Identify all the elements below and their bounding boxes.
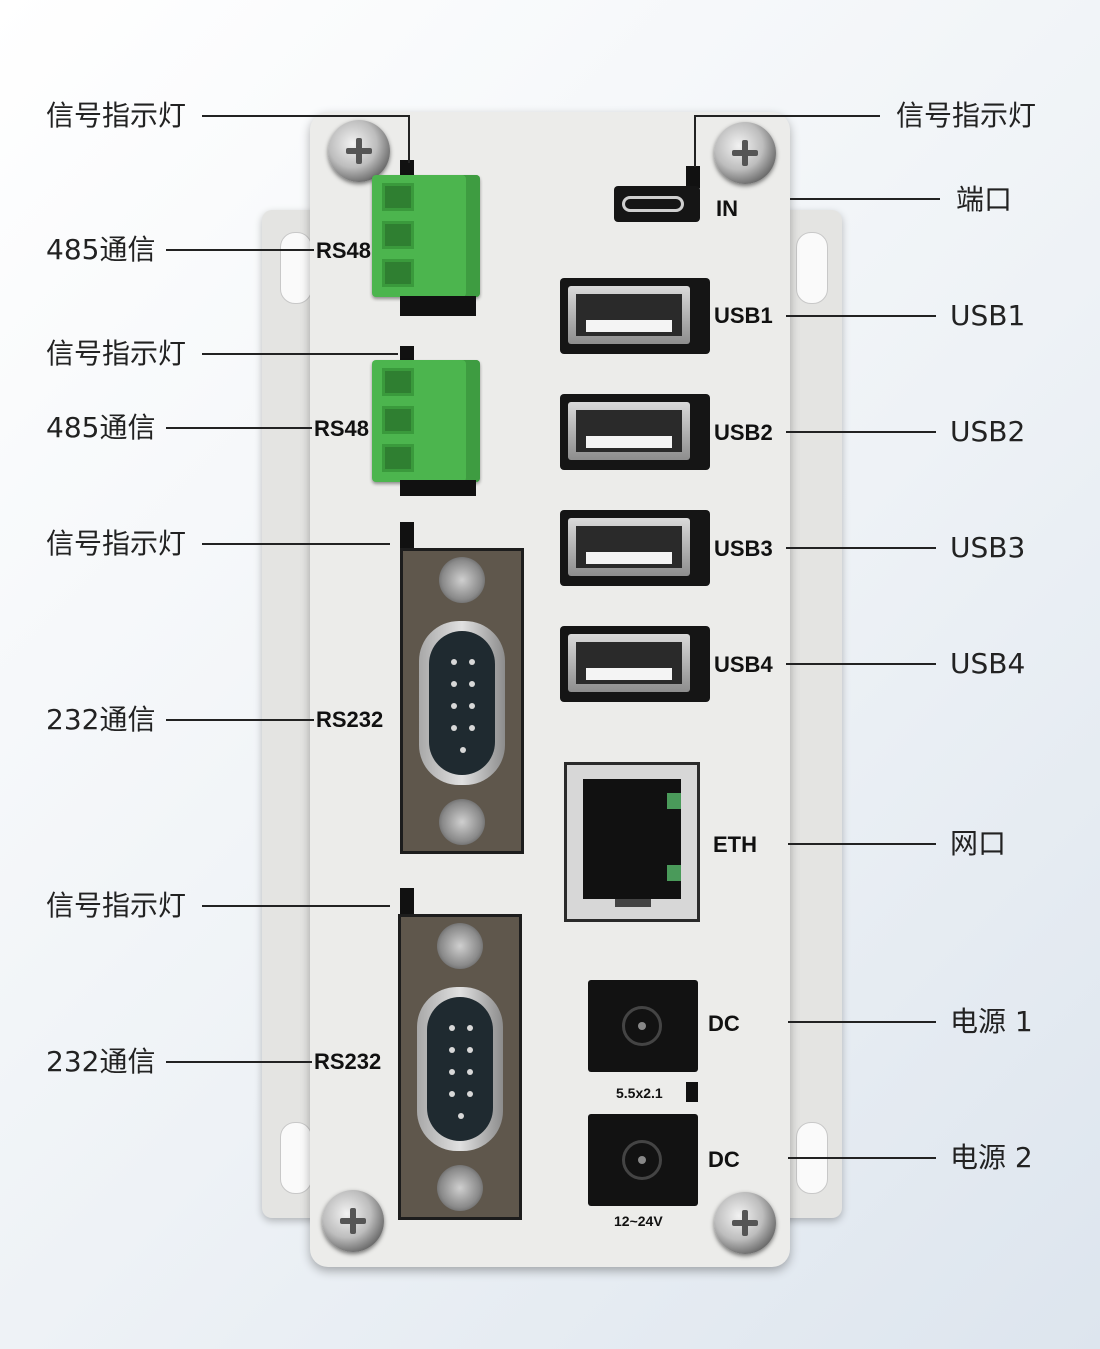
mounting-slot [796,232,828,304]
device-front-panel [310,112,790,1267]
leader-line [786,315,936,317]
board-label-usb1: USB1 [714,303,773,328]
screw-icon [328,120,390,182]
leader-line [788,1021,936,1023]
callout-led-3: 信号指示灯 [46,527,187,560]
board-label-usb2: USB2 [714,420,773,445]
rs232-db9-connector-1 [400,548,524,854]
dc-power-jack-1 [588,980,698,1072]
rs485-terminal-1 [372,175,480,297]
leader-line [694,115,880,117]
board-label-in: IN [716,196,738,221]
callout-power-1: 电源 1 [950,1005,1033,1038]
rs485-terminal-2 [372,360,480,482]
dc-power-jack-2 [588,1114,698,1206]
leader-line [788,843,936,845]
callout-rs232-1: 232通信 [46,703,156,736]
leader-line [786,431,936,433]
led-indicator [400,346,414,360]
leader-line [202,115,410,117]
leader-line [788,1157,936,1159]
callout-port: 端口 [956,183,1013,216]
leader-line [166,427,312,429]
rs232-db9-connector-2 [398,914,522,1220]
board-label-dc-size: 5.5x2.1 [616,1085,663,1101]
board-label-dc-voltage: 12~24V [614,1213,663,1229]
mounting-slot [280,1122,312,1194]
callout-rs485-1: 485通信 [46,233,156,266]
led-indicator [400,888,414,918]
board-label-rs485-2: RS48 [314,416,370,441]
callout-rs485-2: 485通信 [46,411,156,444]
leader-line [202,905,390,907]
callout-led-in: 信号指示灯 [896,99,1037,132]
usb-port-4 [560,626,710,702]
callout-rs232-2: 232通信 [46,1045,156,1078]
board-label-usb3: USB3 [714,536,773,561]
callout-led-2: 信号指示灯 [46,337,187,370]
board-label-rs485-1: RS48 [316,238,372,263]
leader-line [166,1061,312,1063]
board-label-dc1: DC [708,1011,740,1036]
leader-line [202,543,390,545]
led-indicator [686,166,700,188]
led-indicator [400,522,414,552]
board-label-eth: ETH [713,832,757,857]
terminal-base [400,296,476,316]
leader-line [786,547,936,549]
mounting-slot [280,232,312,304]
callout-led-4: 信号指示灯 [46,889,187,922]
ethernet-rj45-port [564,762,700,922]
board-label-rs232-2: RS232 [314,1049,382,1074]
callout-usb3: USB3 [950,531,1026,564]
leader-line [790,198,940,200]
terminal-base [400,480,476,496]
leader-line [166,249,314,251]
screw-icon [714,122,776,184]
led-indicator [686,1082,698,1102]
leader-line [166,719,314,721]
callout-power-2: 电源 2 [950,1141,1033,1174]
usb-port-1 [560,278,710,354]
board-label-dc2: DC [708,1147,740,1172]
callout-network-port: 网口 [950,827,1007,860]
board-label-rs232-1: RS232 [316,707,384,732]
screw-icon [322,1190,384,1252]
callout-led-1: 信号指示灯 [46,99,187,132]
leader-line [408,115,410,163]
usb-type-c-port [614,186,700,222]
leader-line [202,353,398,355]
usb-port-2 [560,394,710,470]
board-label-usb4: USB4 [714,652,773,677]
led-indicator [400,160,414,176]
callout-usb2: USB2 [950,415,1026,448]
callout-usb4: USB4 [950,647,1026,680]
leader-line [694,115,696,167]
screw-icon [714,1192,776,1254]
leader-line [786,663,936,665]
callout-usb1: USB1 [950,299,1026,332]
usb-port-3 [560,510,710,586]
